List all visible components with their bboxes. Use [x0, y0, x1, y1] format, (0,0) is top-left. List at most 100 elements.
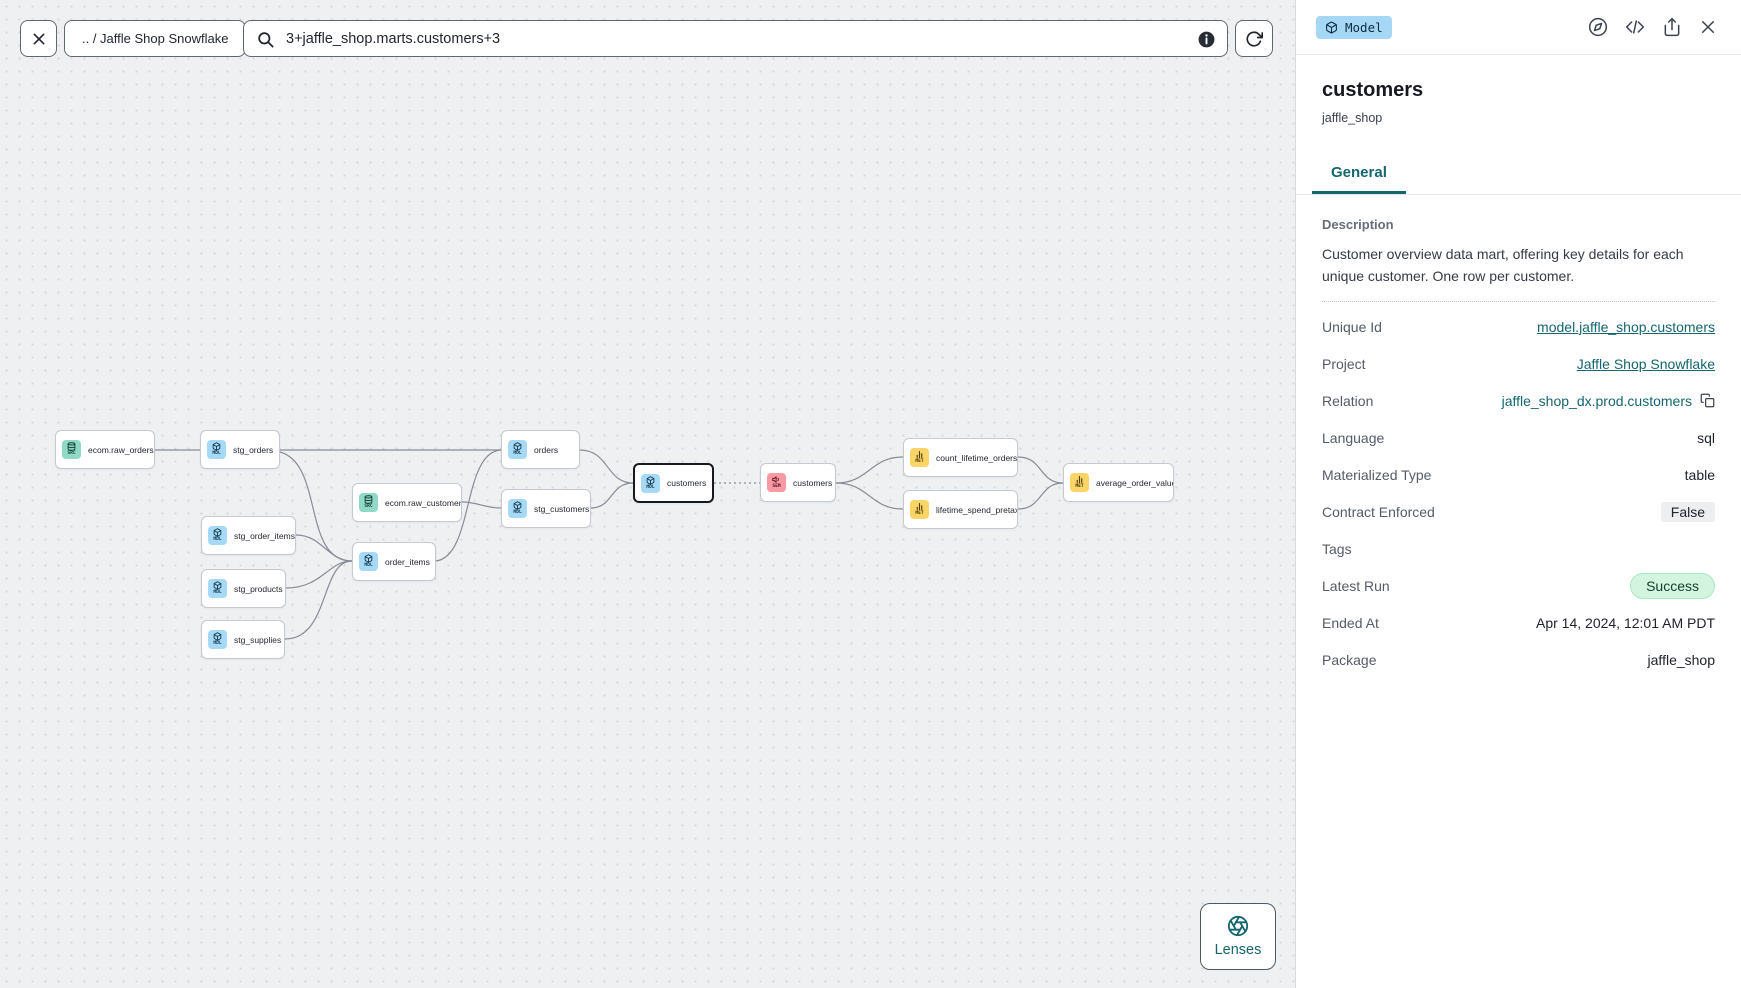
tab-general[interactable]: General — [1312, 155, 1406, 194]
field-label: Unique Id — [1322, 318, 1382, 335]
mdl-node-icon: MDL — [641, 473, 660, 493]
node-label: average_order_value — [1096, 477, 1174, 488]
semantic-megaphone-glyph — [772, 476, 779, 483]
source-database-glyph — [67, 442, 76, 451]
close-lineage-button[interactable] — [20, 20, 57, 57]
met-node-icon: MET — [910, 500, 929, 519]
node-label: ecom.raw_customers — [385, 497, 462, 508]
edge-rawcustomers-stgcustomers — [461, 501, 502, 509]
model-cube-glyph — [646, 476, 655, 485]
search-icon — [258, 32, 274, 48]
edge-stgsupplies-orderitems — [284, 560, 353, 640]
model-cube-glyph — [213, 581, 222, 590]
field-label: Relation — [1322, 392, 1374, 409]
model-cube-glyph — [513, 442, 522, 451]
share-icon — [1664, 17, 1680, 37]
field-value-link[interactable]: model.jaffle_shop.customers — [1537, 318, 1715, 335]
field-label: Latest Run — [1322, 577, 1390, 594]
field-value: table — [1684, 466, 1715, 483]
edge-count-avgorder — [1017, 456, 1064, 484]
graph-node-stg-order-items[interactable]: MDL stg_order_items — [201, 516, 296, 555]
view-code-button[interactable] — [1625, 17, 1645, 37]
field-label: Language — [1322, 429, 1385, 446]
graph-node-ecom-raw-orders[interactable]: SRC ecom.raw_orders — [55, 430, 155, 469]
edge-orders-customers — [579, 449, 634, 484]
panel-subtitle: jaffle_shop — [1322, 111, 1383, 125]
mdl-node-icon: MDL — [208, 526, 227, 545]
lineage-edges — [155, 449, 1064, 640]
lenses-button[interactable]: Lenses — [1200, 903, 1276, 970]
field-label: Ended At — [1322, 614, 1379, 631]
node-label: stg_supplies — [234, 634, 282, 645]
src-node-icon: SRC — [62, 440, 81, 459]
model-cube-glyph — [513, 501, 522, 510]
close-icon — [33, 33, 44, 44]
field-row-contract-enforced: Contract Enforced False — [1322, 493, 1715, 530]
description-text: Customer overview data mart, offering ke… — [1322, 246, 1684, 284]
field-value: Apr 14, 2024, 12:01 AM PDT — [1536, 614, 1715, 631]
field-label: Contract Enforced — [1322, 503, 1435, 520]
compass-icon — [1588, 17, 1608, 37]
graph-node-stg-products[interactable]: MDL stg_products — [201, 569, 286, 608]
met-node-icon: MET — [910, 448, 929, 467]
metric-chart-glyph — [916, 451, 923, 459]
mdl-node-icon: MDL — [508, 440, 527, 459]
refresh-button[interactable] — [1235, 20, 1273, 57]
panel-header: Model — [1296, 0, 1741, 55]
field-row-unique-id: Unique Id model.jaffle_shop.customers — [1322, 308, 1715, 345]
graph-node-customers-model[interactable]: MDL customers — [633, 463, 714, 503]
metric-chart-glyph — [916, 503, 923, 511]
metric-chart-glyph — [1076, 476, 1083, 484]
field-value: jaffle_shop — [1647, 651, 1715, 668]
contract-badge: False — [1660, 501, 1715, 522]
code-icon — [1625, 20, 1645, 34]
src-node-icon: SRC — [359, 493, 378, 512]
edge-lifetime-avgorder — [1017, 482, 1064, 510]
node-label: stg_products — [234, 583, 283, 594]
breadcrumb[interactable]: .. / Jaffle Shop Snowflake — [64, 20, 247, 57]
node-label: order_items — [385, 556, 430, 567]
mdl-node-icon: MDL — [208, 579, 227, 598]
cube-icon — [1326, 21, 1337, 34]
field-value: sql — [1697, 429, 1715, 446]
field-value[interactable]: jaffle_shop_dx.prod.customers — [1501, 392, 1692, 409]
field-value-link[interactable]: Jaffle Shop Snowflake — [1576, 355, 1715, 372]
met-node-icon: MET — [1070, 473, 1089, 492]
node-label: stg_customers — [534, 503, 590, 514]
share-button[interactable] — [1662, 17, 1682, 37]
copy-icon[interactable] — [1700, 393, 1715, 408]
graph-node-ecom-raw-customers[interactable]: SRC ecom.raw_customers — [352, 483, 462, 522]
node-label: stg_order_items — [234, 530, 295, 541]
source-database-glyph — [364, 495, 373, 504]
edge-orderitems-orders — [435, 449, 502, 562]
field-row-language: Language sql — [1322, 419, 1715, 456]
node-label: ecom.raw_orders — [88, 444, 154, 455]
graph-node-average-order-value[interactable]: MET average_order_value — [1063, 463, 1174, 502]
close-panel-button[interactable] — [1699, 18, 1717, 36]
edge-sem-countlifetime — [835, 456, 904, 484]
field-row-tags: Tags — [1322, 530, 1715, 567]
explore-button[interactable] — [1588, 17, 1608, 37]
node-label: customers — [793, 477, 833, 488]
description-label: Description — [1322, 217, 1394, 232]
model-type-badge: Model — [1316, 15, 1392, 39]
field-row-ended-at: Ended At Apr 14, 2024, 12:01 AM PDT — [1322, 604, 1715, 641]
search-input[interactable] — [286, 30, 1187, 47]
node-label: stg_orders — [233, 444, 274, 455]
refresh-icon — [1246, 30, 1263, 47]
node-label: customers — [667, 478, 707, 488]
panel-tabs: General — [1296, 155, 1741, 195]
info-icon[interactable] — [1197, 30, 1216, 49]
